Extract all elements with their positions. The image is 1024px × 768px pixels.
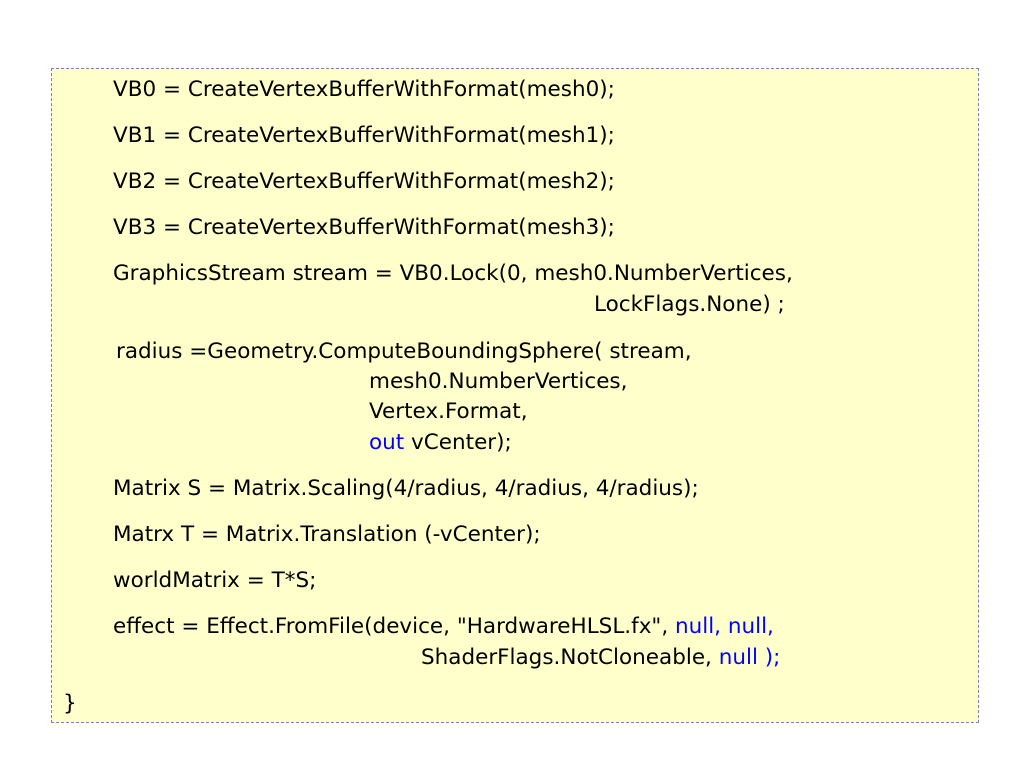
code-line-radius-arg2: mesh0.NumberVertices,: [369, 369, 628, 394]
code-line-radius-arg3: Vertex.Format,: [369, 399, 528, 424]
code-block: [51, 68, 979, 723]
code-line-effect-cont: ShaderFlags.NotCloneable, null );: [421, 643, 780, 673]
code-line-vb3: VB3 = CreateVertexBufferWithFormat(mesh3…: [113, 215, 615, 240]
code-line-matrix-t: Matrx T = Matrix.Translation (-vCenter);: [113, 522, 541, 547]
code-line-effect: effect = Effect.FromFile(device, "Hardwa…: [113, 612, 774, 642]
keyword-out: out: [369, 430, 405, 455]
keyword-null: null, null,: [674, 614, 774, 639]
code-text: ShaderFlags.NotCloneable,: [421, 645, 719, 670]
code-text: effect = Effect.FromFile(device, "Hardwa…: [113, 614, 675, 639]
code-line-radius-arg4: out vCenter);: [369, 428, 512, 458]
code-line-stream-cont: LockFlags.None) ;: [594, 292, 785, 317]
keyword-null: null );: [718, 645, 781, 670]
code-line-stream: GraphicsStream stream = VB0.Lock(0, mesh…: [113, 261, 793, 286]
code-line-vb1: VB1 = CreateVertexBufferWithFormat(mesh1…: [113, 123, 615, 148]
code-line-matrix-s: Matrix S = Matrix.Scaling(4/radius, 4/ra…: [113, 476, 699, 501]
closing-brace: }: [63, 691, 77, 716]
code-line-vb0: VB0 = CreateVertexBufferWithFormat(mesh0…: [113, 77, 615, 102]
code-line-radius: radius =Geometry.ComputeBoundingSphere( …: [116, 339, 692, 364]
code-text: vCenter);: [404, 430, 512, 455]
code-line-vb2: VB2 = CreateVertexBufferWithFormat(mesh2…: [113, 169, 615, 194]
code-line-world: worldMatrix = T*S;: [113, 568, 317, 593]
